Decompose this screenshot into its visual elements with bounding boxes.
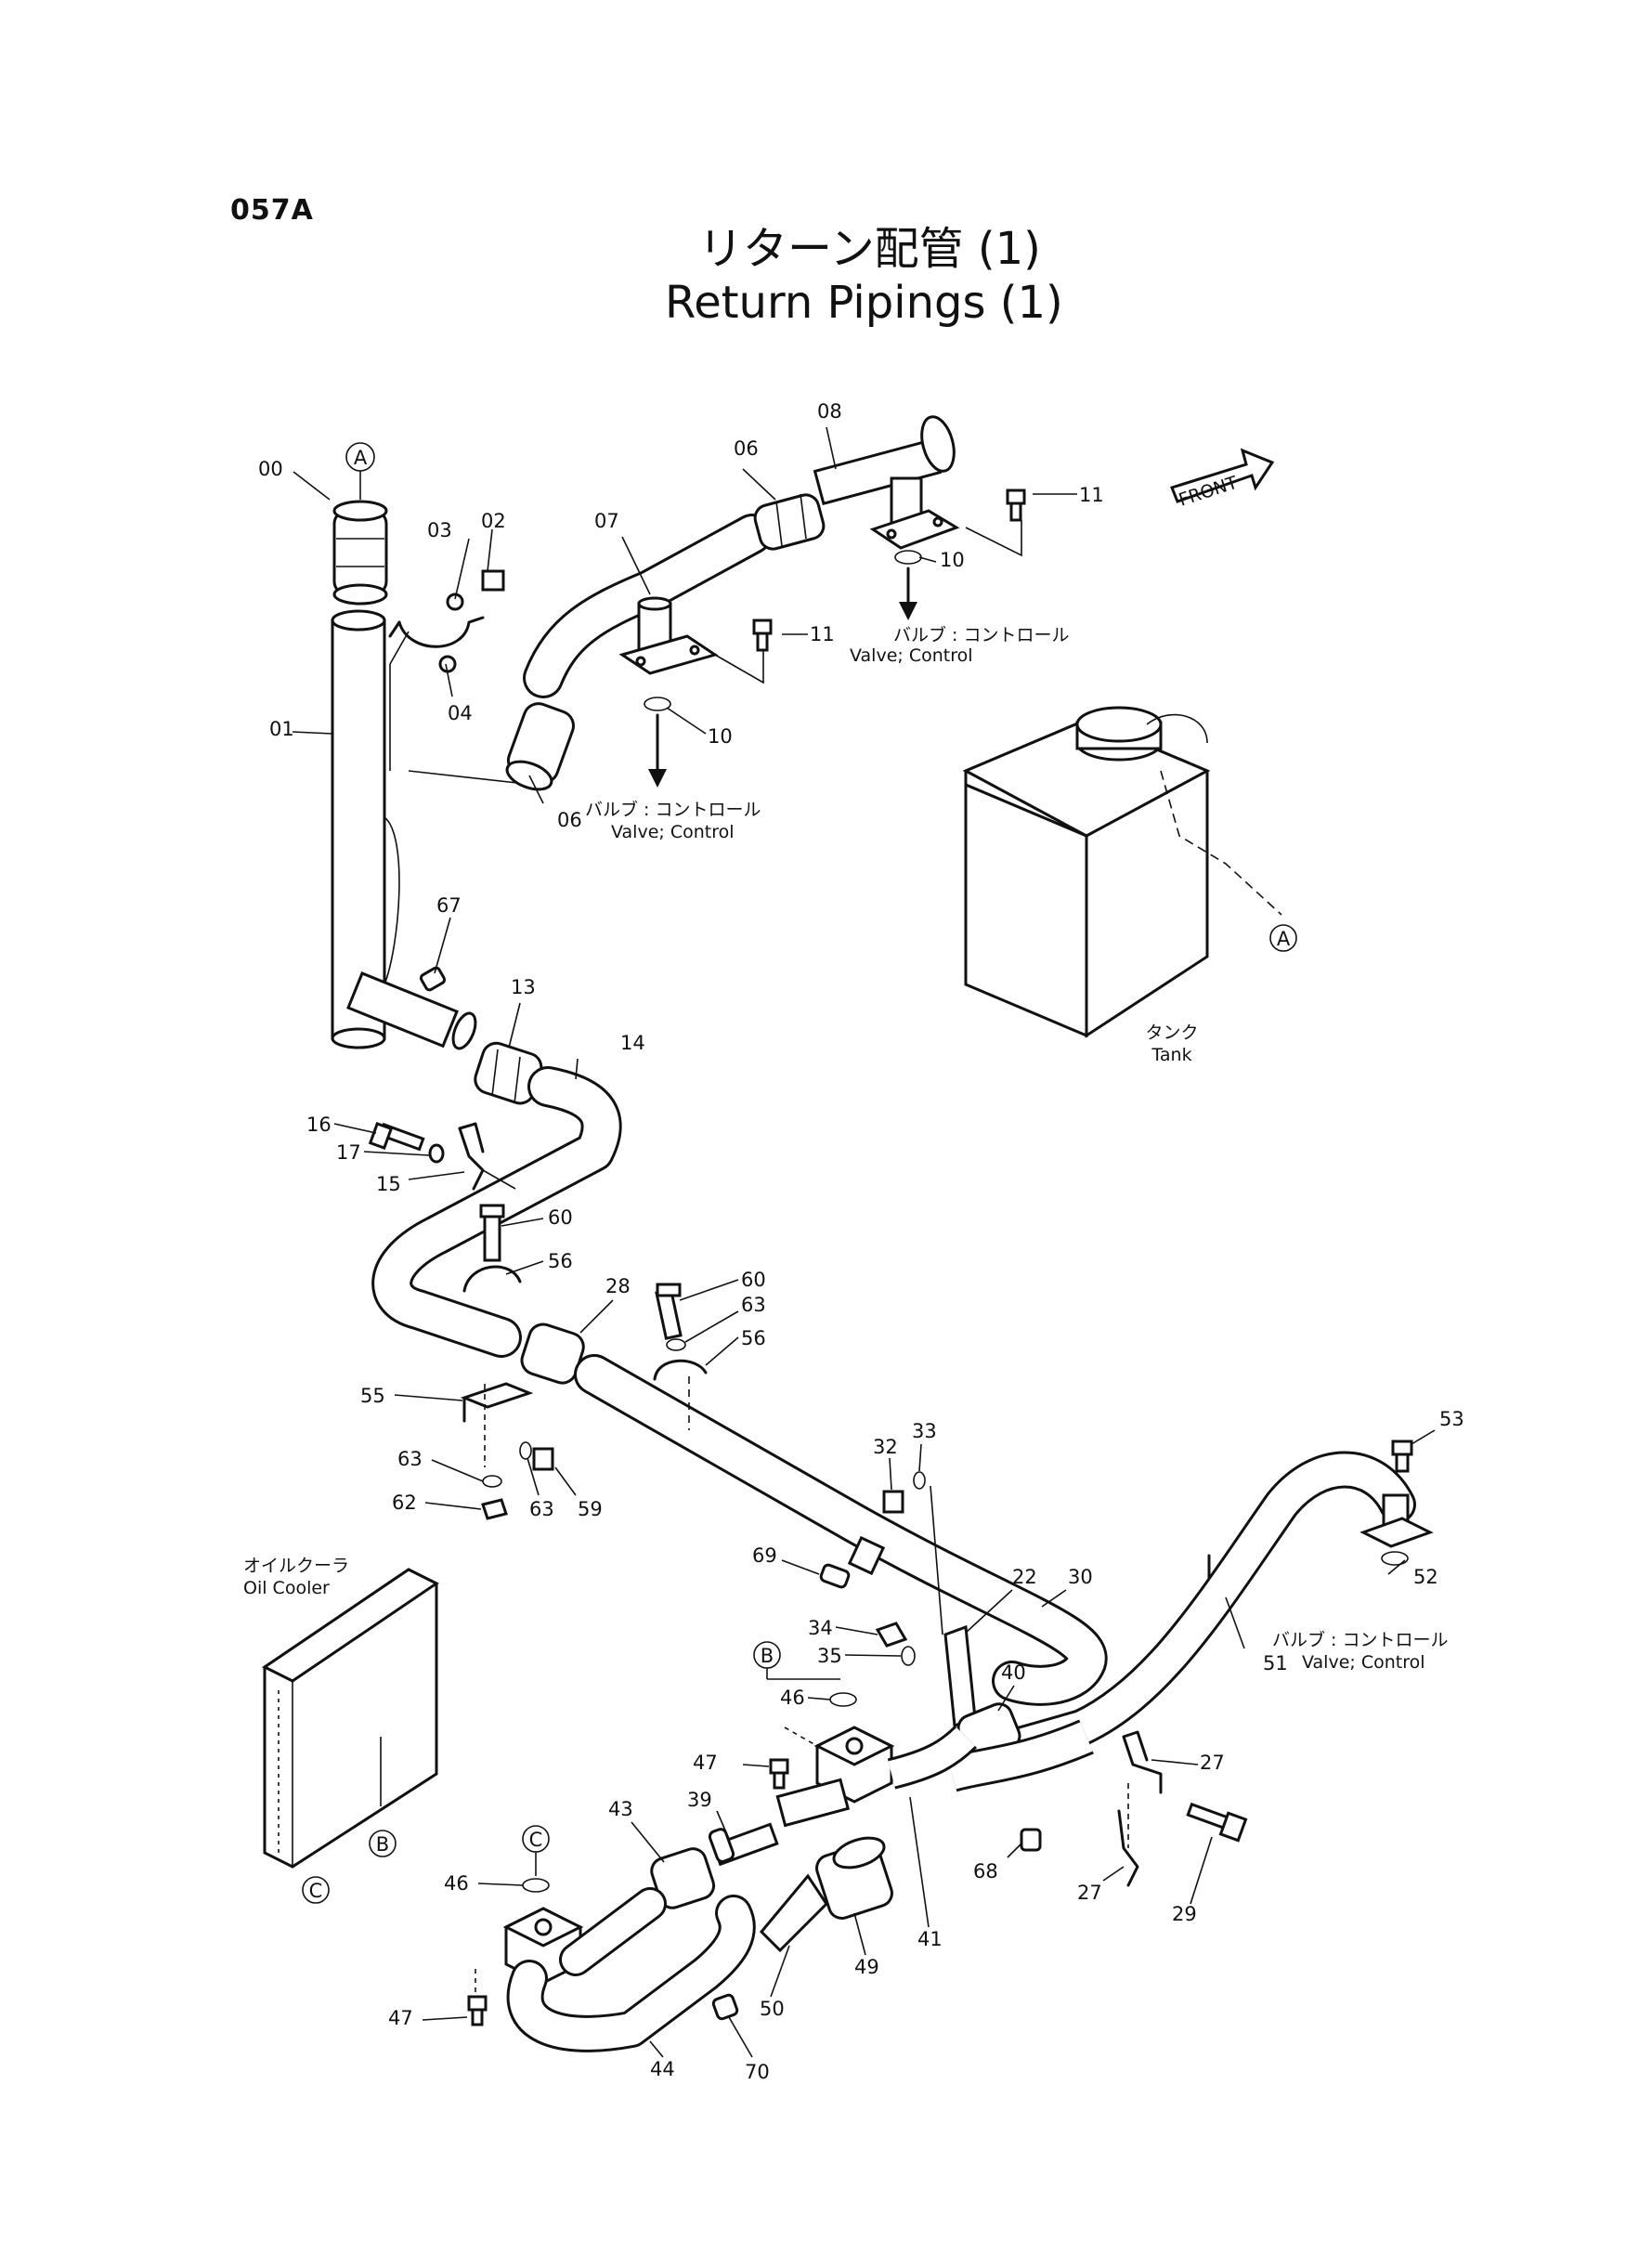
hose-49 bbox=[815, 1836, 893, 1920]
pipe-51 bbox=[966, 1451, 1434, 1774]
hose-43 bbox=[650, 1847, 716, 1909]
part-label-10-lower: 10 bbox=[708, 725, 733, 748]
part-label-49: 49 bbox=[854, 1956, 879, 1978]
part-label-47-upper: 47 bbox=[693, 1752, 718, 1774]
hydraulic-tank: A bbox=[962, 706, 1297, 1038]
part-label-70: 70 bbox=[745, 2061, 770, 2083]
part-label-34: 34 bbox=[808, 1617, 833, 1639]
part-label-35: 35 bbox=[817, 1645, 842, 1667]
part-label-68: 68 bbox=[973, 1860, 998, 1883]
part-label-39: 39 bbox=[687, 1789, 712, 1811]
leader-lines bbox=[292, 426, 1436, 2058]
part-label-11-lower: 11 bbox=[810, 623, 835, 645]
block-marker-c: C bbox=[529, 1829, 543, 1851]
pipe-marker-a: A bbox=[354, 447, 368, 469]
part-label-43: 43 bbox=[608, 1798, 633, 1820]
part-label-46-upper: 46 bbox=[780, 1687, 805, 1709]
part-label-55: 55 bbox=[360, 1385, 385, 1407]
part-label-08: 08 bbox=[817, 400, 842, 423]
part-label-47-lower: 47 bbox=[388, 2007, 413, 2029]
part-label-27-upper: 27 bbox=[1200, 1752, 1225, 1774]
part-label-14: 14 bbox=[620, 1032, 645, 1054]
valve-label-en-1: Valve; Control bbox=[850, 645, 973, 666]
part-label-15: 15 bbox=[376, 1173, 401, 1195]
part-label-02: 02 bbox=[481, 510, 506, 532]
part-label-30: 30 bbox=[1068, 1566, 1093, 1588]
part-label-67: 67 bbox=[436, 894, 462, 917]
part-label-10-upper: 10 bbox=[940, 549, 965, 571]
hose-00 bbox=[332, 500, 388, 606]
part-label-56-lower: 56 bbox=[741, 1327, 766, 1349]
part-label-52: 52 bbox=[1413, 1566, 1438, 1588]
valve-label-ja-3: バルブ : コントロール bbox=[1272, 1629, 1448, 1650]
part-label-06-lower: 06 bbox=[557, 809, 582, 831]
part-label-32: 32 bbox=[873, 1436, 898, 1458]
cooler-marker-c: C bbox=[309, 1880, 323, 1902]
tank-label-ja: タンク bbox=[1145, 1023, 1198, 1043]
oil-cooler-label-en: Oil Cooler bbox=[243, 1578, 330, 1598]
part-label-56-upper: 56 bbox=[548, 1250, 573, 1272]
hose-06-lower bbox=[505, 702, 575, 791]
part-label-50: 50 bbox=[760, 1998, 785, 2020]
part-label-69: 69 bbox=[752, 1544, 777, 1567]
hose-13 bbox=[474, 1041, 543, 1105]
part-label-29: 29 bbox=[1172, 1903, 1197, 1925]
part-label-51: 51 bbox=[1263, 1652, 1288, 1674]
part-label-17: 17 bbox=[336, 1141, 361, 1164]
part-label-60-lower: 60 bbox=[741, 1269, 766, 1291]
oil-cooler: C B bbox=[262, 1568, 439, 1904]
part-label-00: 00 bbox=[258, 458, 283, 480]
oil-cooler-label-ja: オイルクーラ bbox=[243, 1556, 349, 1576]
pipe-14 bbox=[371, 1066, 622, 1358]
part-label-53: 53 bbox=[1439, 1408, 1464, 1430]
part-label-63-right: 63 bbox=[741, 1294, 766, 1316]
part-label-28: 28 bbox=[605, 1275, 631, 1297]
page-title-english: Return Pipings (1) bbox=[665, 277, 1063, 329]
valve-label-ja-1: バルブ : コントロール bbox=[893, 624, 1069, 645]
part-label-63-mid: 63 bbox=[529, 1498, 554, 1520]
part-label-63-left: 63 bbox=[397, 1448, 423, 1470]
part-label-22: 22 bbox=[1012, 1566, 1037, 1588]
part-label-41: 41 bbox=[917, 1928, 943, 1950]
part-label-04: 04 bbox=[448, 702, 473, 724]
part-label-40: 40 bbox=[1001, 1661, 1026, 1684]
bolt-11-lower bbox=[752, 619, 773, 652]
part-number-labels: 00 01 02 03 04 06 06 07 08 10 10 11 11 1… bbox=[258, 400, 1464, 2083]
part-label-46-lower: 46 bbox=[444, 1872, 469, 1895]
tank-marker-a: A bbox=[1277, 928, 1291, 950]
return-pipe-01 bbox=[331, 609, 477, 1050]
pipe-30 bbox=[574, 1354, 1108, 1706]
part-label-03: 03 bbox=[427, 519, 452, 541]
front-arrow-icon: FRONT bbox=[1170, 448, 1275, 511]
block-marker-b: B bbox=[761, 1645, 774, 1667]
part-label-01: 01 bbox=[269, 718, 294, 740]
part-label-27-lower: 27 bbox=[1077, 1882, 1102, 1904]
valve-label-en-3: Valve; Control bbox=[1302, 1652, 1425, 1673]
part-label-59: 59 bbox=[578, 1498, 603, 1520]
part-label-07: 07 bbox=[594, 510, 619, 532]
part-label-13: 13 bbox=[511, 976, 536, 998]
hose-06-upper bbox=[753, 493, 826, 551]
part-label-06-upper: 06 bbox=[734, 437, 759, 460]
cooler-marker-b: B bbox=[376, 1833, 389, 1856]
part-label-33: 33 bbox=[912, 1420, 937, 1442]
valve-label-ja-2: バルブ : コントロール bbox=[585, 799, 761, 820]
pipe-44 bbox=[506, 1895, 756, 2052]
valve-label-en-2: Valve; Control bbox=[611, 822, 735, 842]
part-label-44: 44 bbox=[650, 2058, 675, 2080]
part-label-11-upper: 11 bbox=[1079, 484, 1104, 506]
page-code: 057A bbox=[230, 194, 314, 227]
tee-block-upper bbox=[775, 1725, 978, 1828]
page-title-japanese: リターン配管 (1) bbox=[698, 223, 1041, 275]
tee-block-lower bbox=[502, 1887, 667, 1985]
part-label-60-upper: 60 bbox=[548, 1206, 573, 1229]
pipe-08 bbox=[813, 415, 960, 550]
bolt-11-upper bbox=[1006, 489, 1026, 522]
pipe-07 bbox=[523, 514, 773, 698]
part-label-62: 62 bbox=[392, 1492, 417, 1514]
tank-label-en: Tank bbox=[1151, 1045, 1191, 1065]
part-label-16: 16 bbox=[306, 1114, 332, 1136]
